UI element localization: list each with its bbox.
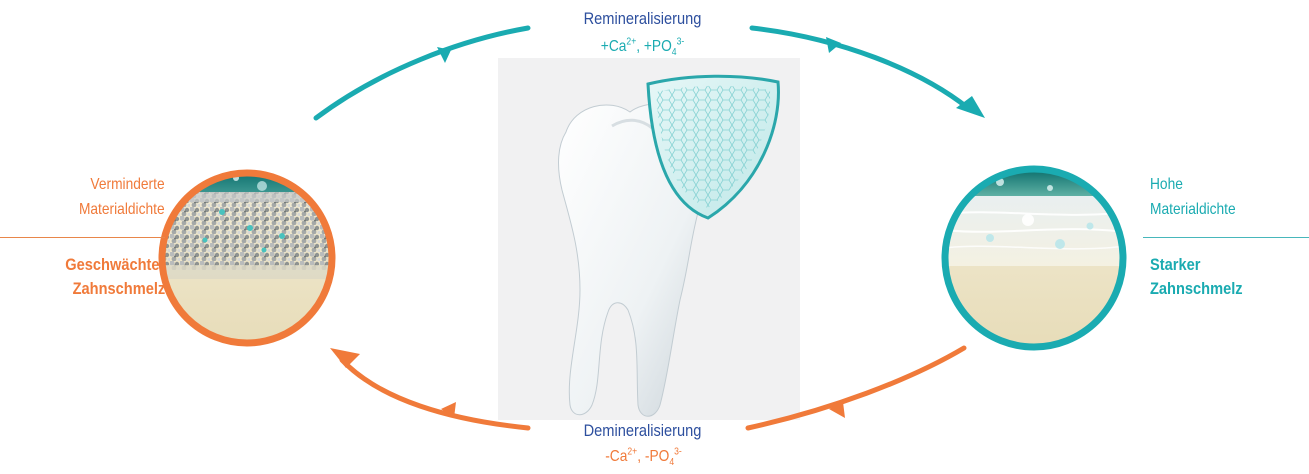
description-line: Verminderte [79, 172, 165, 197]
state-line: Zahnschmelz [65, 277, 165, 301]
weak-enamel-description: Verminderte Materialdichte [79, 172, 165, 222]
description-line: Hohe [1150, 172, 1236, 197]
formula-separator: , [637, 448, 645, 465]
formula-ion1: +Ca [601, 38, 627, 55]
formula-ion2: +PO [644, 38, 672, 55]
formula-ion2-charge: 3- [674, 447, 682, 458]
strong-enamel-divider [1143, 237, 1309, 238]
weak-enamel-circle [160, 170, 340, 350]
formula-ion1-charge: 2+ [627, 447, 637, 458]
remineralization-title: Remineralisierung [548, 9, 738, 29]
formula-ion2-subscript: 4 [669, 457, 674, 468]
demineralization-formula: -Ca2+, -PO43- [548, 448, 738, 466]
strong-enamel-description: Hohe Materialdichte [1150, 172, 1236, 222]
weak-enamel-state: Geschwächter Zahnschmelz [65, 253, 165, 301]
strong-enamel-state: Starker Zahnschmelz [1150, 253, 1243, 301]
formula-ion2-subscript: 4 [672, 47, 677, 58]
formula-ion1: -Ca [605, 448, 627, 465]
formula-ion2: -PO [644, 448, 668, 465]
strong-enamel-circle [945, 169, 1125, 350]
demineralization-title: Demineralisierung [543, 421, 743, 441]
weak-enamel-divider [0, 237, 165, 238]
state-line: Starker [1150, 253, 1243, 277]
remineralization-formula: +Ca2+, +PO43- [548, 38, 738, 56]
formula-ion2-charge: 3- [677, 37, 685, 48]
state-line: Zahnschmelz [1150, 277, 1243, 301]
state-line: Geschwächter [65, 253, 165, 277]
description-line: Materialdichte [79, 197, 165, 222]
description-line: Materialdichte [1150, 197, 1236, 222]
tooth-illustration [498, 58, 800, 420]
